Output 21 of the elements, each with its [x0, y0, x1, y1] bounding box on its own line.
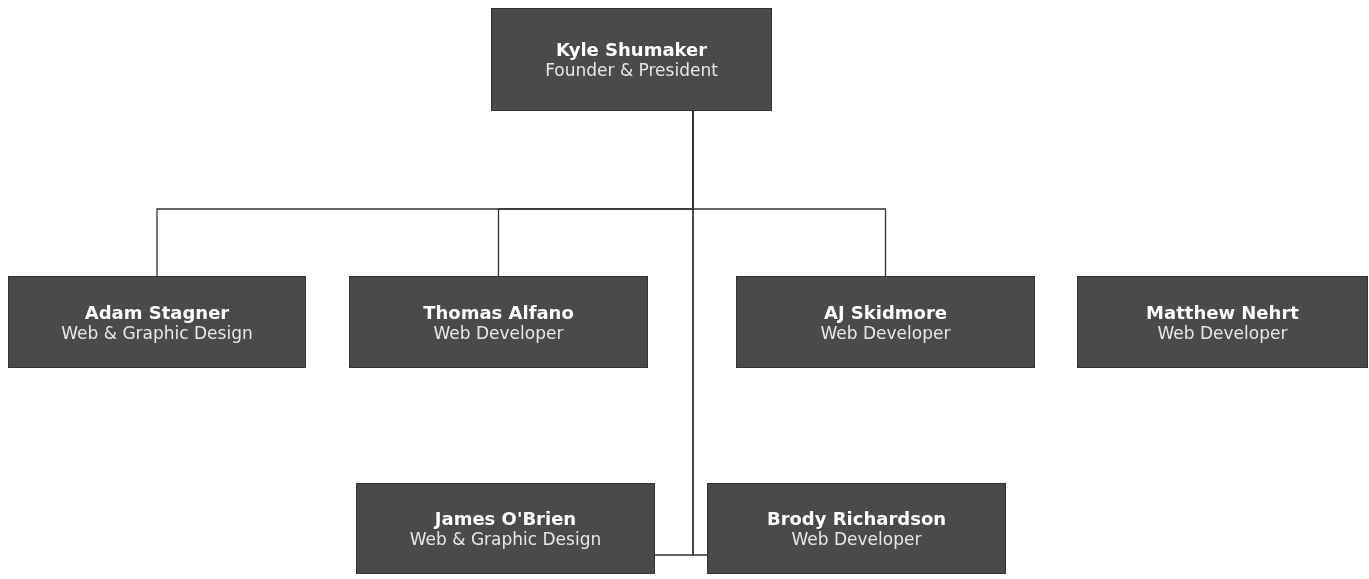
person-box [1077, 276, 1368, 368]
person-name: Thomas Alfano [423, 301, 574, 323]
person-box [349, 276, 648, 368]
person-name: AJ Skidmore [823, 301, 948, 323]
job-title: Web Developer [1157, 322, 1288, 343]
job-title: Web Developer [791, 529, 922, 549]
person-box [707, 483, 1006, 574]
job-title: Founder & President [545, 60, 718, 80]
person-name: Kyle Shumaker [555, 39, 708, 60]
job-title: Web Developer [820, 322, 951, 343]
person-name: Adam Stagner [84, 301, 230, 323]
job-title: Web Developer [433, 322, 564, 343]
job-title: Web & Graphic Design [409, 529, 602, 549]
person-name: Brody Richardson [766, 508, 947, 529]
person-box [736, 276, 1035, 368]
person-box [491, 8, 772, 111]
person-box [8, 276, 306, 368]
person-name: Matthew Nehrt [1146, 301, 1299, 323]
person-box [356, 483, 655, 574]
person-name: James O'Brien [434, 508, 577, 529]
job-title: Web & Graphic Design [61, 322, 253, 343]
